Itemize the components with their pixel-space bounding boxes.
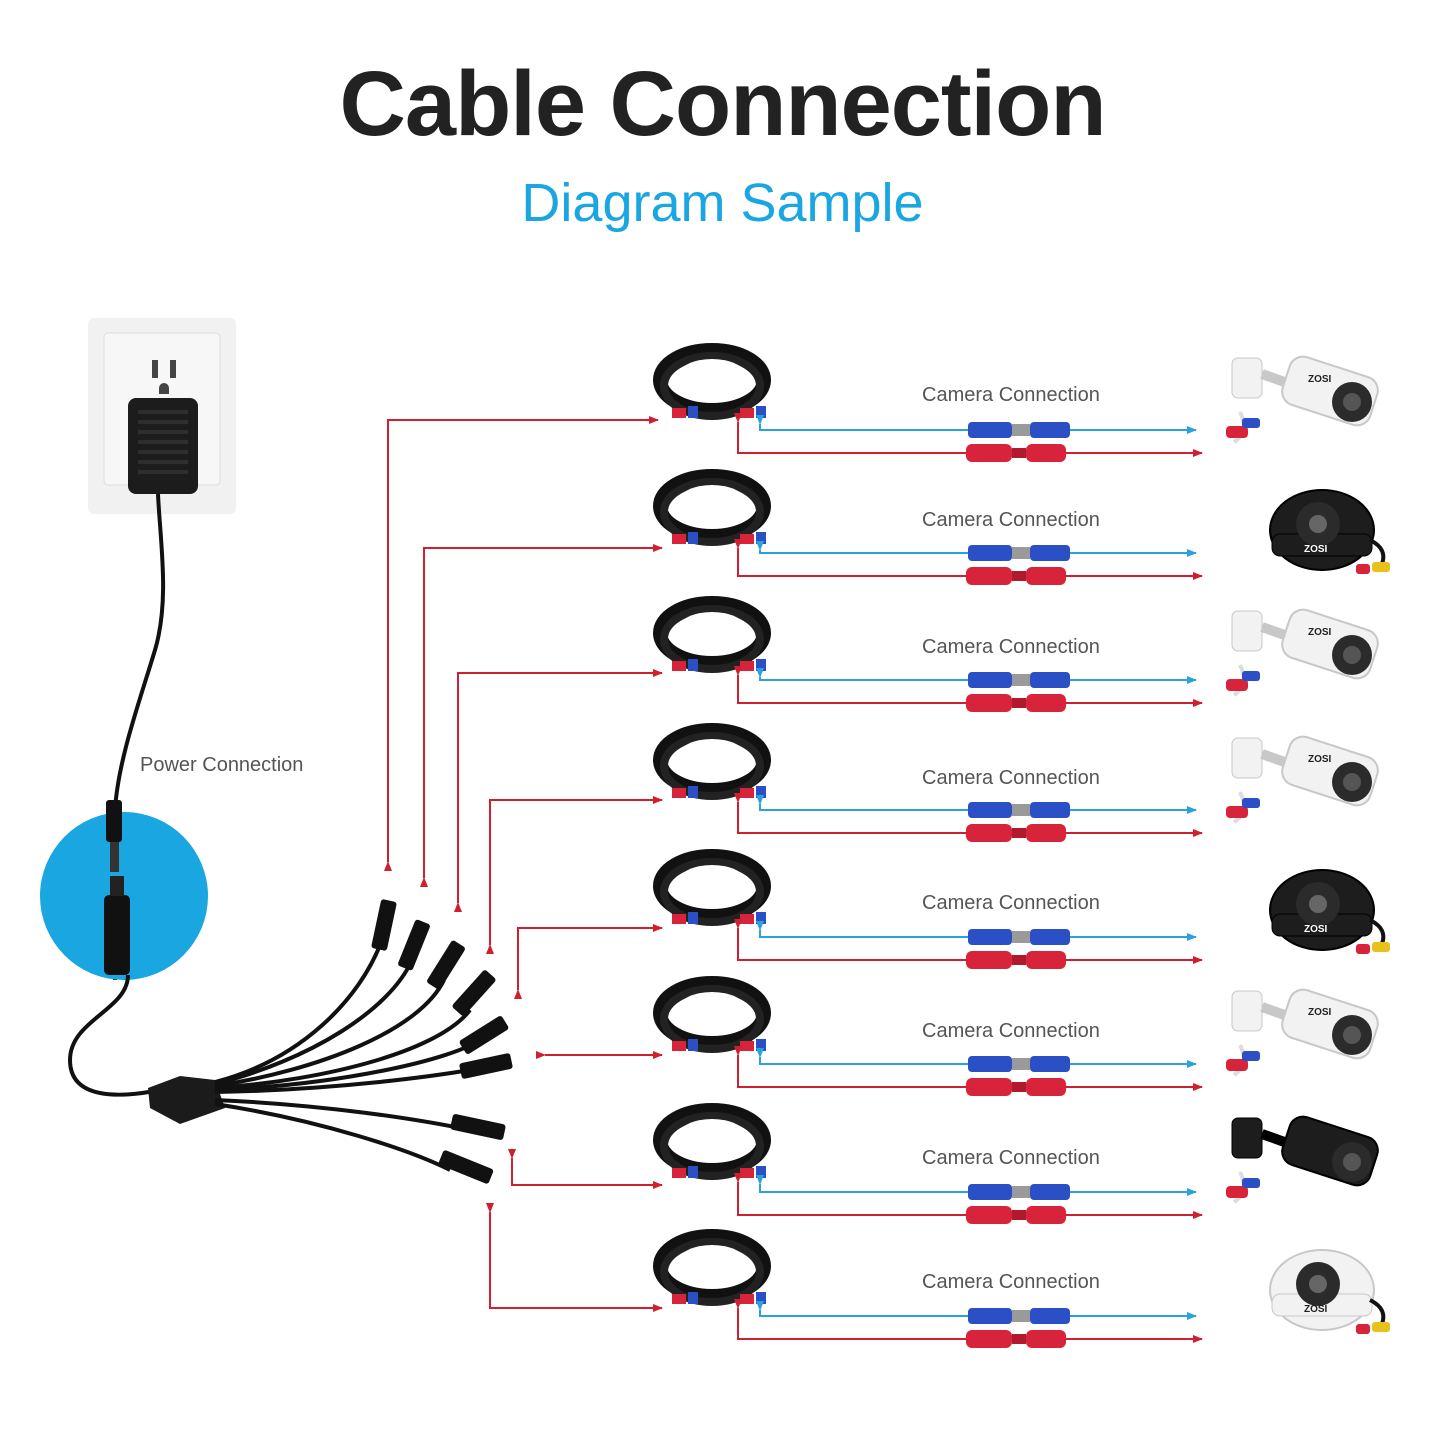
bnc-connector-icon [968,1308,1070,1324]
barrel-connector-icon [104,800,130,975]
bnc-connector-icon [968,672,1070,688]
page-title: Cable Connection [339,53,1106,155]
security-camera-icon: ZOSI [1269,869,1390,954]
power-connection-label: Power Connection [140,754,303,776]
camera-row-3: Camera Connection ZOSI [653,596,1379,712]
camera-brand-label: ZOSI [1308,374,1332,385]
camera-row-6: Camera Connection ZOSI [653,976,1379,1096]
security-camera-icon: ZOSI [1226,608,1379,697]
camera-brand-label: ZOSI [1308,754,1332,765]
cable-coil-icon [653,469,771,546]
camera-connection-label: Camera Connection [922,636,1100,658]
cable-coil-icon [653,596,771,673]
bnc-connector-icon [968,1184,1070,1200]
camera-brand-label: ZOSI [1308,627,1332,638]
splitter-output-cables [214,939,482,1172]
camera-connection-label: Camera Connection [922,384,1100,406]
cable-coil-icon [653,343,771,420]
camera-connection-label: Camera Connection [922,892,1100,914]
page-subtitle: Diagram Sample [521,173,924,233]
bnc-connector-icon [968,422,1070,438]
camera-brand-label: ZOSI [1304,924,1328,935]
cable-coil-icon [653,976,771,1053]
cable-coil-icon [653,849,771,926]
camera-connection-label: Camera Connection [922,509,1100,531]
bnc-connector-icon [968,802,1070,818]
dc-connector-icon [966,1330,1066,1348]
dc-connector-icon [966,444,1066,462]
bnc-connector-icon [968,929,1070,945]
camera-brand-label: ZOSI [1308,1007,1332,1018]
camera-brand-label: ZOSI [1304,544,1328,555]
power-arrows [384,416,663,1312]
dc-connector-icon [966,1078,1066,1096]
dc-connector-icon [966,694,1066,712]
cable-coil-icon [653,1229,771,1306]
bnc-connector-icon [968,1056,1070,1072]
camera-row-7: Camera Connection [653,1103,1379,1224]
camera-connection-label: Camera Connection [922,1271,1100,1293]
dc-connector-icon [966,567,1066,585]
power-adapter-icon [128,398,198,494]
dc-connector-icon [966,824,1066,842]
security-camera-icon: ZOSI [1226,988,1379,1077]
cable-coil-icon [653,1103,771,1180]
camera-row-1: Camera Connection ZOSI [653,343,1379,462]
camera-connection-label: Camera Connection [922,767,1100,789]
camera-brand-label: ZOSI [1304,1304,1328,1315]
splitter-input-cable [67,974,161,1097]
adapter-cable [113,493,166,980]
security-camera-icon: ZOSI [1269,489,1390,574]
splitter-dc-plugs [371,899,513,1184]
security-camera-icon: ZOSI [1269,1249,1390,1334]
security-camera-icon: ZOSI [1226,355,1379,444]
security-camera-icon [1226,1115,1379,1204]
camera-row-4: Camera Connection ZOSI [653,723,1379,842]
bnc-connector-icon [968,545,1070,561]
camera-connection-label: Camera Connection [922,1020,1100,1042]
dc-connector-icon [966,951,1066,969]
camera-connection-label: Camera Connection [922,1147,1100,1169]
security-camera-icon: ZOSI [1226,735,1379,824]
power-splitter-hub-icon [148,1076,225,1124]
dc-connector-icon [966,1206,1066,1224]
cable-coil-icon [653,723,771,800]
